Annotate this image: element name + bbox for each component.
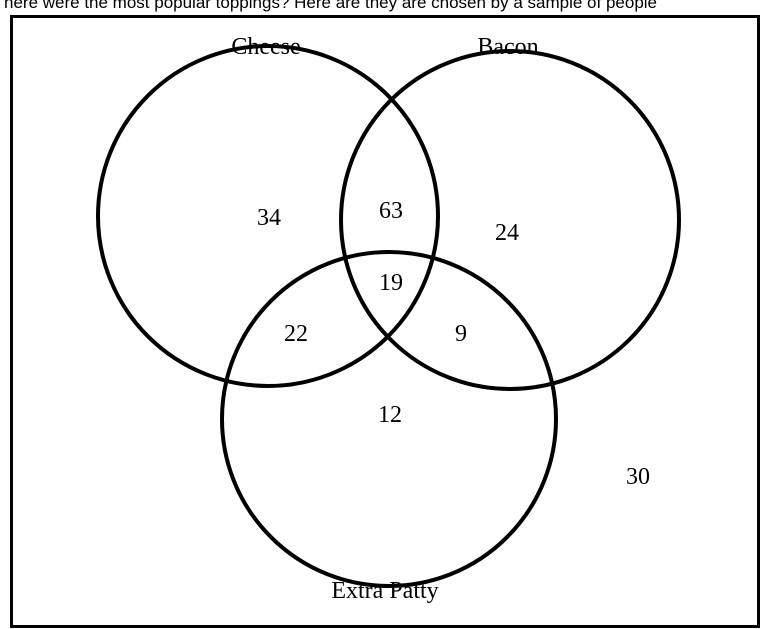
- region-bacon-only: 24: [495, 220, 519, 246]
- universe-frame: [10, 15, 760, 628]
- region-bacon-extra-patty: 9: [455, 321, 467, 347]
- set-circle-cheese: [96, 44, 440, 388]
- set-label-extra-patty: Extra Patty: [331, 578, 438, 604]
- caption-text: here were the most popular toppings? Her…: [4, 0, 658, 12]
- set-label-bacon: Bacon: [477, 34, 538, 60]
- region-all-three: 19: [379, 270, 403, 296]
- set-label-cheese: Cheese: [231, 34, 300, 60]
- region-cheese-extra-patty: 22: [284, 321, 308, 347]
- region-extra-patty-only: 12: [378, 402, 402, 428]
- set-circle-extra-patty: [220, 250, 558, 588]
- region-cheese-bacon: 63: [379, 198, 403, 224]
- region-none: 30: [626, 464, 650, 490]
- region-cheese-only: 34: [257, 205, 281, 231]
- set-circle-bacon: [339, 49, 681, 391]
